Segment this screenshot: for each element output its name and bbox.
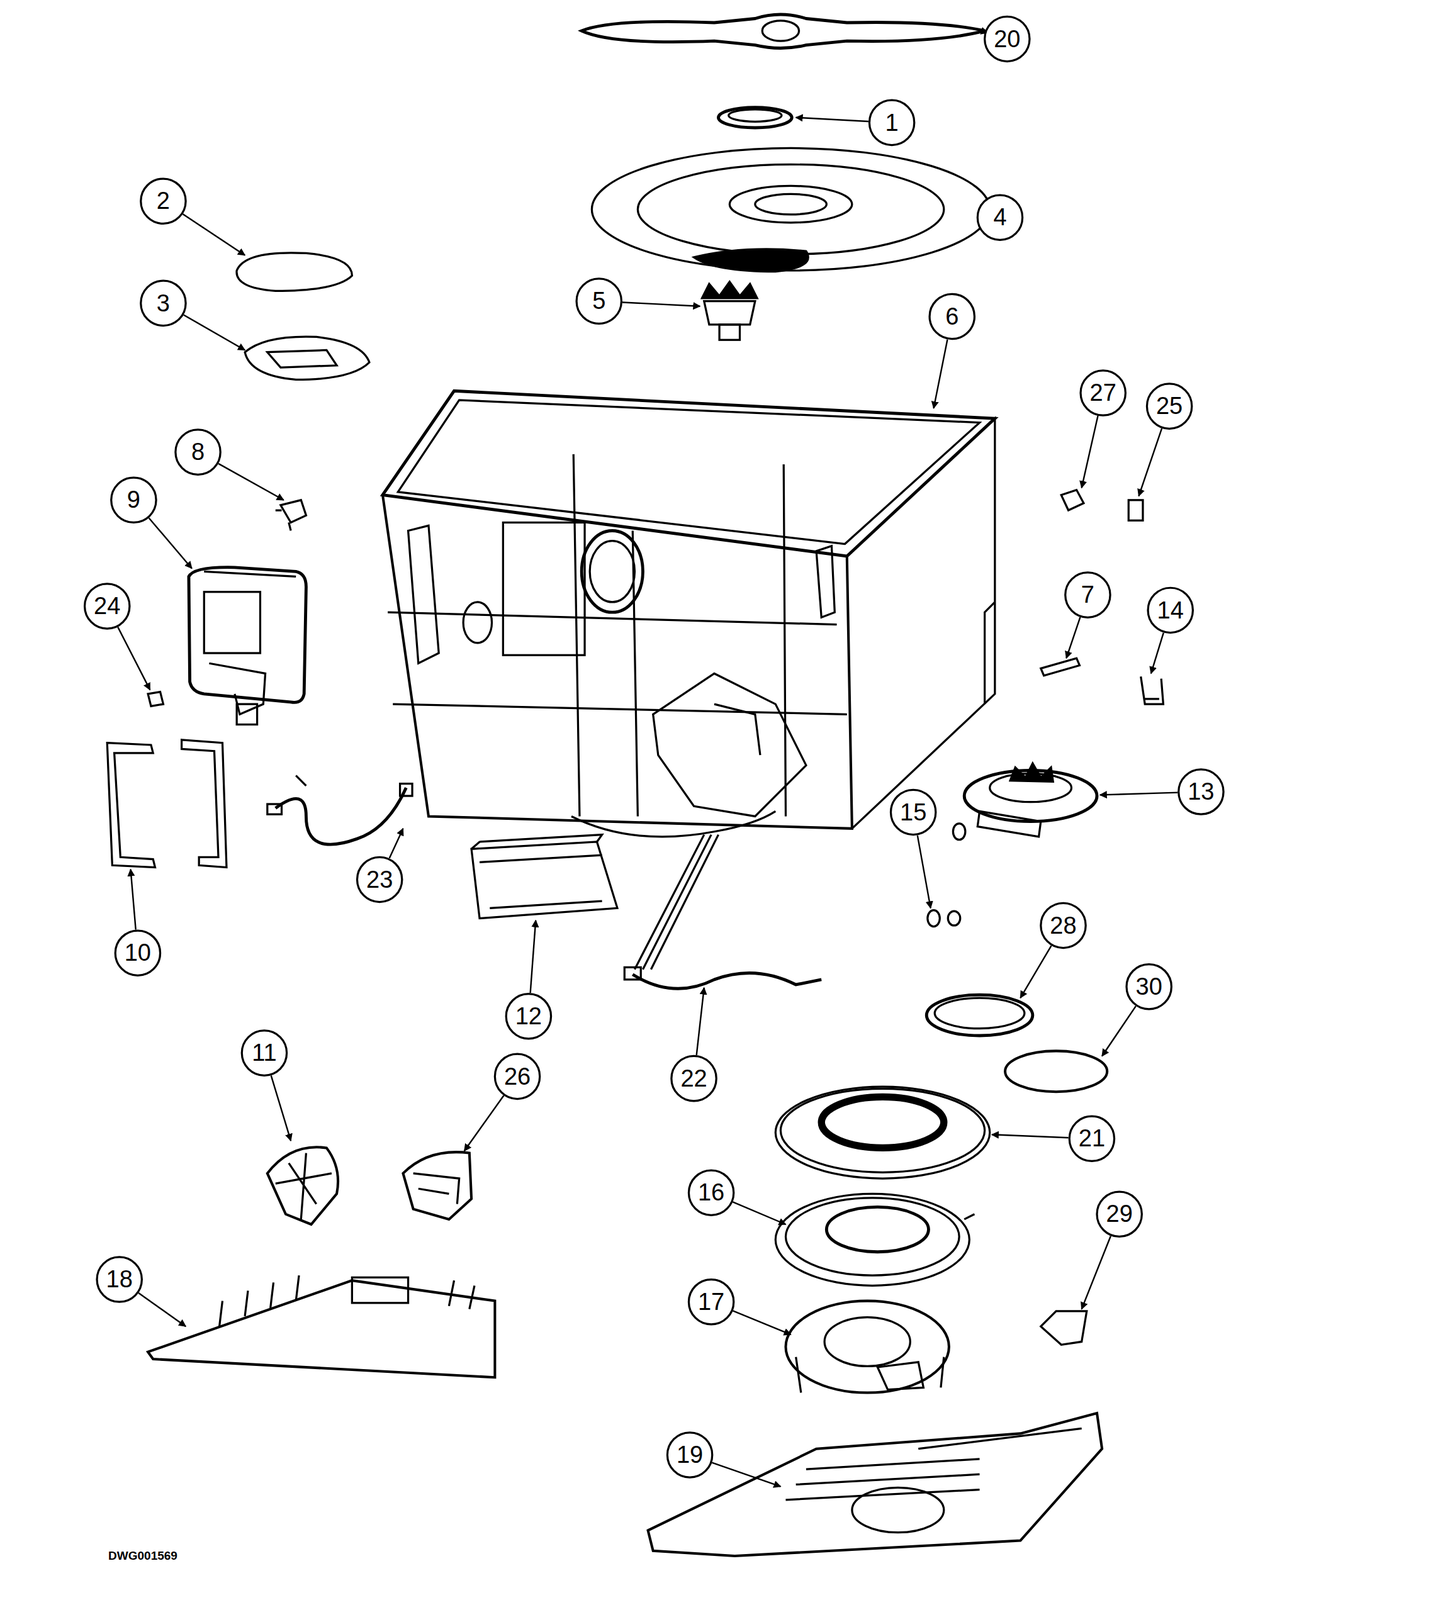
callout-circle xyxy=(1069,1116,1114,1162)
leader-line xyxy=(130,869,136,931)
drawing-number: DWG001569 xyxy=(108,1549,178,1564)
callout-circle xyxy=(576,278,622,324)
leader-line xyxy=(711,1463,781,1488)
callout-number: 2 xyxy=(156,188,170,213)
callout-circle xyxy=(977,195,1023,240)
callout-number: 26 xyxy=(504,1064,531,1089)
callout-circle xyxy=(140,178,186,224)
callout-number: 16 xyxy=(697,1180,725,1205)
callout-number: 19 xyxy=(676,1443,703,1467)
leader-line xyxy=(149,517,192,569)
callout-number: 28 xyxy=(1049,913,1077,938)
callout-circle xyxy=(984,16,1030,62)
callout-number: 4 xyxy=(993,205,1007,230)
leader-line xyxy=(138,1293,186,1327)
leader-line xyxy=(1066,617,1080,659)
callout-circle xyxy=(929,293,975,339)
callout-number: 27 xyxy=(1090,380,1117,405)
callout-circle xyxy=(115,930,160,976)
callout-circle xyxy=(140,280,186,326)
callout-circle xyxy=(1080,370,1126,416)
callout-number: 22 xyxy=(680,1066,707,1091)
callout-circle xyxy=(241,1030,287,1076)
leader-line xyxy=(1020,945,1051,999)
callout-circle xyxy=(1146,383,1192,429)
callout-circle xyxy=(667,1433,712,1478)
callout-number: 24 xyxy=(93,594,121,619)
callout-circle xyxy=(494,1054,540,1099)
leader-line xyxy=(1101,1006,1136,1057)
callout-circle xyxy=(1126,964,1172,1010)
leader-line xyxy=(1081,415,1099,488)
callout-circle xyxy=(671,1056,717,1101)
callout-number: 29 xyxy=(1106,1202,1133,1226)
callout-circle xyxy=(175,429,221,475)
callout-circle xyxy=(1065,572,1111,618)
callout-number: 18 xyxy=(106,1267,133,1292)
leader-line xyxy=(733,1310,792,1335)
callout-number: 25 xyxy=(1156,393,1183,418)
leader-line xyxy=(117,627,150,691)
callout-number: 7 xyxy=(1081,582,1095,607)
callout-number: 30 xyxy=(1135,974,1163,999)
leader-line xyxy=(796,117,869,122)
callout-circle xyxy=(1178,769,1224,815)
callout-number: 12 xyxy=(515,1004,542,1029)
callout-number: 5 xyxy=(592,288,606,313)
callout-circle xyxy=(688,1170,734,1216)
callout-circle xyxy=(1040,903,1086,948)
leader-line xyxy=(933,339,948,409)
leader-line xyxy=(1081,1236,1111,1310)
leader-line xyxy=(991,1134,1069,1138)
callout-circle xyxy=(96,1257,142,1303)
callout-number: 13 xyxy=(1187,779,1214,804)
callout-number: 11 xyxy=(251,1040,277,1065)
leader-line xyxy=(1138,428,1162,496)
leader-line xyxy=(530,920,537,994)
leader-line xyxy=(183,213,246,255)
callout-circle xyxy=(111,477,157,523)
callout-number: 6 xyxy=(945,304,959,329)
callout-circle xyxy=(1096,1191,1142,1237)
leader-line xyxy=(732,1202,786,1225)
callout-number: 15 xyxy=(899,800,927,825)
callout-number: 1 xyxy=(885,110,899,135)
callout-number: 10 xyxy=(124,940,152,965)
callout-circle xyxy=(1147,587,1193,633)
leader-line xyxy=(696,988,705,1056)
callout-number: 21 xyxy=(1078,1126,1106,1151)
leader-line xyxy=(183,314,245,350)
callout-number: 8 xyxy=(191,439,205,464)
leader-line xyxy=(1151,633,1164,675)
callout-circle xyxy=(890,789,936,835)
leader-line xyxy=(218,463,284,501)
callout-circle xyxy=(869,100,914,145)
callout-number: 17 xyxy=(697,1290,725,1315)
callout-number: 23 xyxy=(366,867,393,892)
leader-line xyxy=(389,828,404,859)
callout-number: 14 xyxy=(1157,598,1184,623)
leader-line xyxy=(917,835,931,909)
leader-line xyxy=(464,1095,505,1152)
callout-number: 3 xyxy=(156,291,170,316)
leader-line xyxy=(1100,792,1178,796)
callout-circle xyxy=(688,1280,734,1325)
leader-line xyxy=(271,1075,291,1141)
callout-circle xyxy=(505,994,551,1040)
callout-number: 9 xyxy=(127,487,141,512)
parts-drawing xyxy=(106,14,1164,1557)
leader-line xyxy=(622,302,700,307)
callout-circle xyxy=(84,584,130,629)
callout-circle xyxy=(356,857,402,902)
callout-number: 20 xyxy=(993,27,1021,51)
